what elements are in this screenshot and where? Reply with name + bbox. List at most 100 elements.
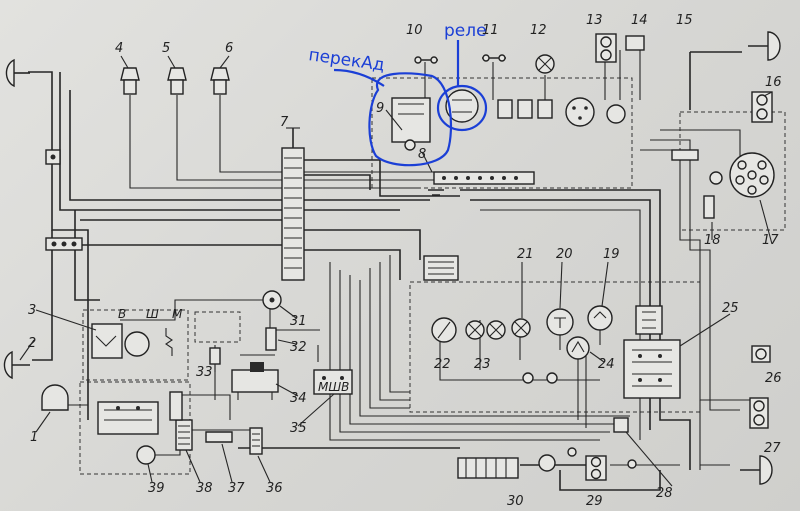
lamp-16 bbox=[751, 91, 773, 123]
lamp-12 bbox=[535, 54, 555, 74]
switch-10 bbox=[414, 56, 438, 64]
label-27: 27 bbox=[764, 441, 781, 456]
annotation-circle-left bbox=[368, 72, 453, 167]
annotation-arrow-left bbox=[333, 68, 385, 87]
label-28: 28 bbox=[656, 486, 673, 501]
leader-lines bbox=[19, 55, 773, 487]
switch-block-25-top bbox=[635, 305, 663, 335]
relay-box-35: МШВ bbox=[313, 369, 353, 395]
instrument-panel-outline bbox=[371, 77, 633, 189]
label-14: 14 bbox=[631, 13, 648, 28]
label-5: 5 bbox=[162, 41, 170, 56]
generator-3 bbox=[91, 323, 173, 359]
fuse-strip-center bbox=[423, 255, 459, 281]
lamp-right-middle bbox=[751, 345, 771, 363]
lamp-31 bbox=[262, 290, 282, 310]
lamp-21 bbox=[511, 318, 531, 338]
connector-outline bbox=[194, 311, 241, 343]
headlight-right-top bbox=[748, 31, 781, 61]
label-10: 10 bbox=[406, 23, 423, 38]
label-20: 20 bbox=[556, 247, 573, 262]
label-33: 33 bbox=[196, 365, 213, 380]
terminal-label-b: В bbox=[118, 307, 126, 321]
label-39: 39 bbox=[148, 481, 165, 496]
label-19: 19 bbox=[603, 247, 620, 262]
relay-unit-9 bbox=[391, 97, 431, 151]
lamp-26 bbox=[749, 397, 769, 429]
indicator-39 bbox=[136, 445, 156, 465]
lamp-13 bbox=[595, 33, 617, 63]
generator-outline bbox=[82, 309, 189, 381]
horn bbox=[41, 384, 88, 411]
lamps-23 bbox=[465, 320, 506, 340]
relay-block-panel bbox=[497, 99, 553, 119]
label-38: 38 bbox=[196, 481, 213, 496]
plug-33 bbox=[209, 347, 221, 372]
label-35: 35 bbox=[290, 421, 307, 436]
socket-17 bbox=[729, 152, 775, 198]
regulator-internals bbox=[97, 391, 183, 435]
label-26: 26 bbox=[765, 371, 782, 386]
sensor-5 bbox=[167, 67, 187, 95]
label-8: 8 bbox=[418, 147, 426, 162]
lamp-15 bbox=[606, 104, 626, 124]
resistor-36 bbox=[249, 427, 263, 455]
annotation-text-right: реле bbox=[444, 21, 487, 41]
label-12: 12 bbox=[530, 23, 547, 38]
label-37: 37 bbox=[228, 481, 245, 496]
annotation-circle-right bbox=[436, 84, 488, 132]
coil-38 bbox=[175, 419, 193, 451]
gauge-19 bbox=[587, 305, 613, 331]
terminal-label-sh: Ш bbox=[146, 307, 159, 321]
terminal-block-30 bbox=[457, 457, 519, 479]
relay-unit-right bbox=[445, 89, 479, 123]
headlight-right-bottom bbox=[740, 455, 773, 485]
component-numbers: 1 2 3 4 5 6 7 8 9 10 11 12 13 14 15 16 1… bbox=[28, 13, 782, 509]
label-21: 21 bbox=[517, 247, 534, 262]
connector-14 bbox=[625, 35, 645, 51]
label-23: 23 bbox=[474, 357, 491, 372]
label-3: 3 bbox=[28, 303, 36, 318]
switch-28 bbox=[613, 417, 629, 433]
headlight-left-bottom bbox=[3, 350, 30, 380]
starter-relay-34 bbox=[231, 362, 279, 400]
sensor-6 bbox=[210, 67, 230, 95]
label-7: 7 bbox=[280, 115, 289, 130]
sensor-4 bbox=[120, 67, 140, 95]
fuse-32 bbox=[265, 327, 277, 351]
switch-block-25 bbox=[623, 339, 681, 399]
terminal-block-left-middle bbox=[45, 237, 83, 251]
label-32: 32 bbox=[290, 340, 307, 355]
label-18: 18 bbox=[704, 233, 721, 248]
gauge-22 bbox=[431, 317, 457, 343]
gauge-20 bbox=[546, 308, 574, 336]
terminal-strip-8 bbox=[433, 171, 535, 185]
label-4: 4 bbox=[115, 41, 123, 56]
label-29: 29 bbox=[586, 494, 603, 509]
lamp-29 bbox=[585, 455, 607, 481]
ground-8 bbox=[428, 189, 444, 196]
label-16-top: 16 bbox=[765, 75, 782, 90]
label-6: 6 bbox=[225, 41, 233, 56]
label-36: 36 bbox=[266, 481, 283, 496]
label-9: 9 bbox=[376, 101, 384, 116]
label-31: 31 bbox=[290, 314, 307, 329]
switch-18 bbox=[703, 171, 723, 219]
connector-right-upper bbox=[671, 149, 699, 161]
switch-11 bbox=[482, 54, 506, 62]
gauge-14 bbox=[565, 97, 595, 127]
headlight-left-top bbox=[5, 58, 30, 88]
label-11: 11 bbox=[482, 23, 499, 38]
annotation-right: реле bbox=[436, 21, 488, 132]
wiring-harness bbox=[28, 48, 750, 491]
switch-29-area bbox=[538, 447, 637, 472]
label-22: 22 bbox=[434, 357, 451, 372]
label-34: 34 bbox=[290, 391, 307, 406]
label-13: 13 bbox=[586, 13, 603, 28]
label-30: 30 bbox=[507, 494, 524, 509]
terminal-block-left-upper bbox=[45, 149, 61, 165]
small-lamps-dashboard bbox=[522, 372, 558, 384]
gauge-24 bbox=[566, 336, 590, 360]
relay-box-label: МШВ bbox=[318, 380, 349, 394]
